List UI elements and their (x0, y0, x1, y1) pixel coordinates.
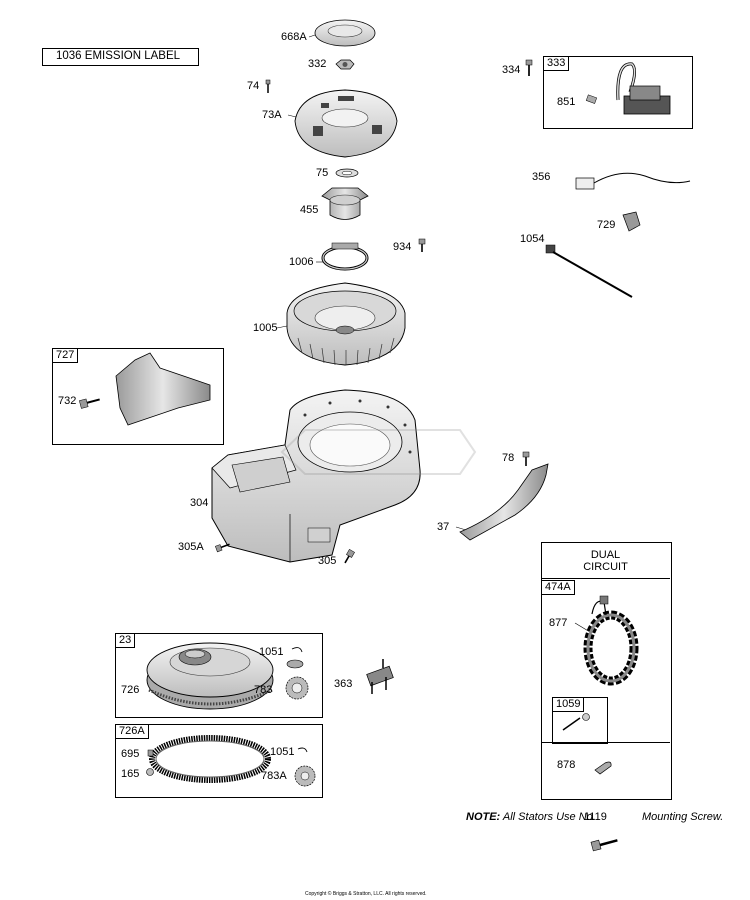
label-73a: 73A (262, 109, 282, 121)
callout-box-727 (52, 348, 224, 445)
callout-box-23 (115, 633, 323, 718)
part-304-blower-housing-drawing (211, 389, 421, 563)
label-74: 74 (247, 80, 260, 92)
label-1051-b: 1051 (270, 746, 295, 758)
tag-726a: 726A (115, 724, 149, 739)
part-74-screw-drawing (265, 79, 271, 93)
note-suffix: Mounting Screw. (642, 811, 724, 823)
label-305a: 305A (178, 541, 204, 553)
note-text: All Stators Use No. (502, 811, 596, 823)
part-727-shroud-drawing (78, 352, 211, 426)
label-878: 878 (557, 759, 576, 771)
note-prefix: NOTE: (466, 811, 501, 823)
part-333-armature-drawing (585, 62, 671, 115)
label-695: 695 (121, 748, 140, 760)
label-783a: 783A (261, 770, 287, 782)
tag-1059: 1059 (552, 697, 585, 712)
dual-circuit-divider-2 (541, 742, 670, 743)
part-455-cup-drawing (321, 187, 369, 220)
label-75: 75 (316, 167, 329, 179)
label-851: 851 (557, 96, 576, 108)
watermark-logo (280, 429, 477, 475)
label-877: 877 (549, 617, 568, 629)
label-455: 455 (300, 204, 319, 216)
part-668a-disc-drawing (314, 19, 376, 47)
callout-box-726a (115, 724, 323, 798)
label-165: 165 (121, 768, 140, 780)
part-1005-flywheel-drawing (286, 282, 406, 366)
note-part-number: 1119 (584, 811, 607, 823)
label-934: 934 (393, 241, 412, 253)
dual-circuit-title-1: DUAL (590, 549, 621, 561)
label-363: 363 (334, 678, 353, 690)
part-1006-ring-drawing (321, 242, 369, 271)
label-332: 332 (308, 58, 327, 70)
tag-333: 333 (543, 56, 570, 71)
label-1054: 1054 (520, 233, 545, 245)
label-334: 334 (502, 64, 521, 76)
copyright: Copyright © Briggs & Stratton, LLC. All … (305, 891, 427, 897)
label-1006: 1006 (289, 256, 314, 268)
label-1005: 1005 (253, 322, 278, 334)
label-726: 726 (121, 684, 140, 696)
dual-circuit-title-2: CIRCUIT (583, 561, 628, 573)
stator-note: NOTE: All Stators Use No. (466, 811, 596, 823)
label-304: 304 (190, 497, 209, 509)
tag-727: 727 (52, 348, 79, 363)
label-668a: 668A (281, 31, 307, 43)
part-23-flywheel-drawing (146, 642, 274, 710)
label-78: 78 (502, 452, 515, 464)
tag-23: 23 (115, 633, 136, 648)
label-783: 783 (254, 684, 273, 696)
label-729: 729 (597, 219, 616, 231)
label-356: 356 (532, 171, 551, 183)
dual-circuit-box (541, 542, 672, 800)
emission-label-box (42, 48, 199, 66)
part-363-rectifier-drawing (366, 659, 394, 694)
label-732: 732 (58, 395, 77, 407)
callout-box-333 (543, 56, 693, 129)
label-305: 305 (318, 555, 337, 567)
label-1051-a: 1051 (259, 646, 284, 658)
label-37: 37 (437, 521, 450, 533)
emission-label-text: 1036 EMISSION LABEL (56, 50, 181, 62)
tag-474a: 474A (541, 580, 575, 595)
part-877-stator-drawing (583, 595, 639, 686)
part-73a-screen-drawing (294, 89, 398, 158)
dual-circuit-divider (541, 578, 670, 579)
